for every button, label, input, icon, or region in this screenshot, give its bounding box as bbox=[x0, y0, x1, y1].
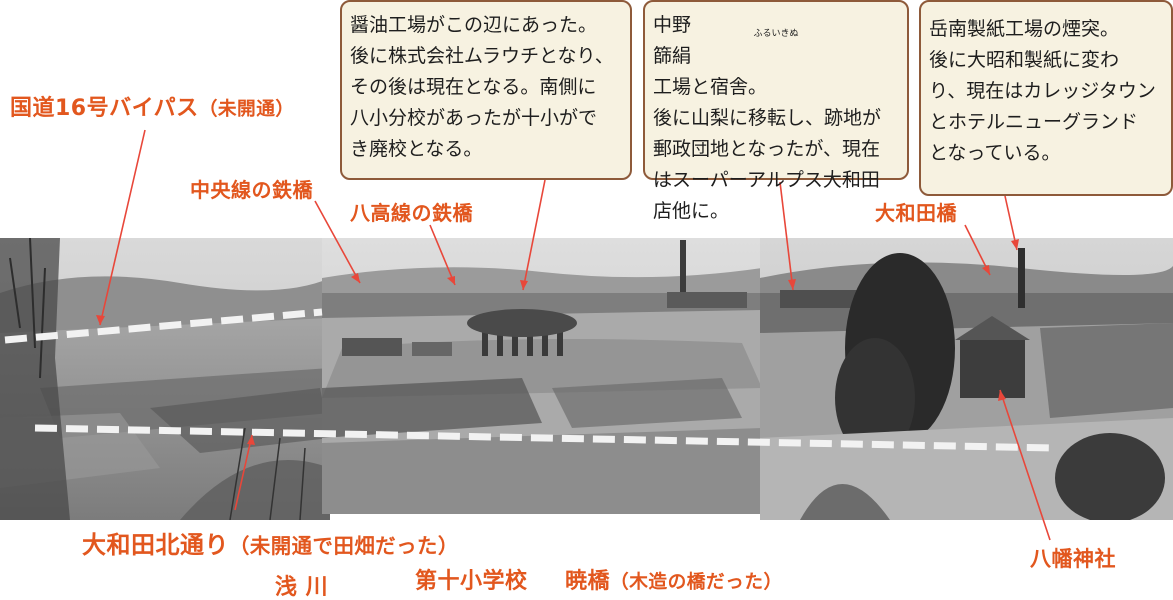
label-hachiman-shrine: 八幡神社 bbox=[1030, 547, 1116, 571]
owada-kita-route-dashed-line bbox=[34, 424, 1056, 452]
pointer-line-bypass bbox=[99, 129, 146, 326]
callout-soy-sauce-factory: 醤油工場がこの辺にあった。 後に株式会社ムラウチとなり、 その後は現在となる。南… bbox=[340, 0, 632, 180]
callout-2-line: はスーパーアルプス大和田 bbox=[653, 169, 880, 191]
bypass-route-dashed-line bbox=[4, 308, 323, 344]
label-akatsuki-bridge: 暁橋（木造の橋だった） bbox=[565, 569, 783, 594]
pointer-line-callout-2 bbox=[779, 181, 794, 291]
callout-1-line: 醤油工場がこの辺にあった。 bbox=[350, 14, 598, 36]
photo-panel-left bbox=[0, 238, 330, 520]
pointer-line-hachiman bbox=[999, 389, 1051, 541]
label-chuo-bridge: 中央線の鉄橋 bbox=[190, 178, 313, 202]
callout-2-line: 店他に。 bbox=[653, 200, 730, 222]
callout-2-line: 後に山梨に移転し、跡地が bbox=[653, 107, 882, 129]
callout-3-line: 岳南製紙工場の煙突。 bbox=[929, 18, 1120, 40]
label-owada-kita-street: 大和田北通り（未開通で田畑だった） bbox=[82, 531, 459, 559]
callout-1-line: 八小分校があったが十小がで bbox=[350, 107, 598, 129]
callout-3-line: 後に大昭和製紙に変わ bbox=[929, 49, 1120, 71]
callout-silk-factory: 中野ふるいきぬ篩絹工場と宿舎。 後に山梨に移転し、跡地が 郵政団地となったが、現… bbox=[643, 0, 909, 222]
callout-1-line: き廃校となる。 bbox=[350, 138, 483, 160]
callout-3-line: り、現在はカレッジタウン bbox=[929, 80, 1156, 102]
callout-2-line: 郵政団地となったが、現在 bbox=[653, 138, 881, 160]
pointer-line-owada-kita bbox=[234, 434, 253, 511]
pointer-line-hachiko-bridge bbox=[429, 224, 456, 286]
callout-3-line: とホテルニューグランド bbox=[929, 111, 1139, 133]
label-hachiko-bridge: 八高線の鉄橋 bbox=[350, 201, 473, 225]
callout-1-line: 後に株式会社ムラウチとなり、 bbox=[350, 45, 614, 67]
callout-1-line: その後は現在となる。南側に bbox=[350, 76, 597, 98]
label-tenth-elementary-school: 第十小学校 bbox=[415, 569, 528, 594]
label-owada-bridge: 大和田橋 bbox=[875, 201, 957, 225]
callout-3-line: となっている。 bbox=[929, 142, 1061, 164]
photo-panel-right bbox=[760, 238, 1173, 520]
callout-2-first-line: 中野ふるいきぬ篩絹工場と宿舎。 bbox=[653, 10, 899, 103]
ruby-annotated-word: ふるいきぬ篩絹 bbox=[653, 29, 899, 72]
photo-panel-center bbox=[322, 238, 762, 514]
pointer-line-chuo-bridge bbox=[314, 200, 361, 284]
ruby-reading: ふるいきぬ bbox=[753, 29, 799, 39]
label-asakawa-river: 浅 川 bbox=[275, 575, 329, 600]
label-bypass: 国道16号バイパス（未開通） bbox=[10, 96, 295, 121]
pointer-line-callout-1 bbox=[522, 179, 546, 291]
callout-paper-mill-chimney: 岳南製紙工場の煙突。 後に大昭和製紙に変わ り、現在はカレッジタウン とホテルニ… bbox=[919, 0, 1173, 196]
